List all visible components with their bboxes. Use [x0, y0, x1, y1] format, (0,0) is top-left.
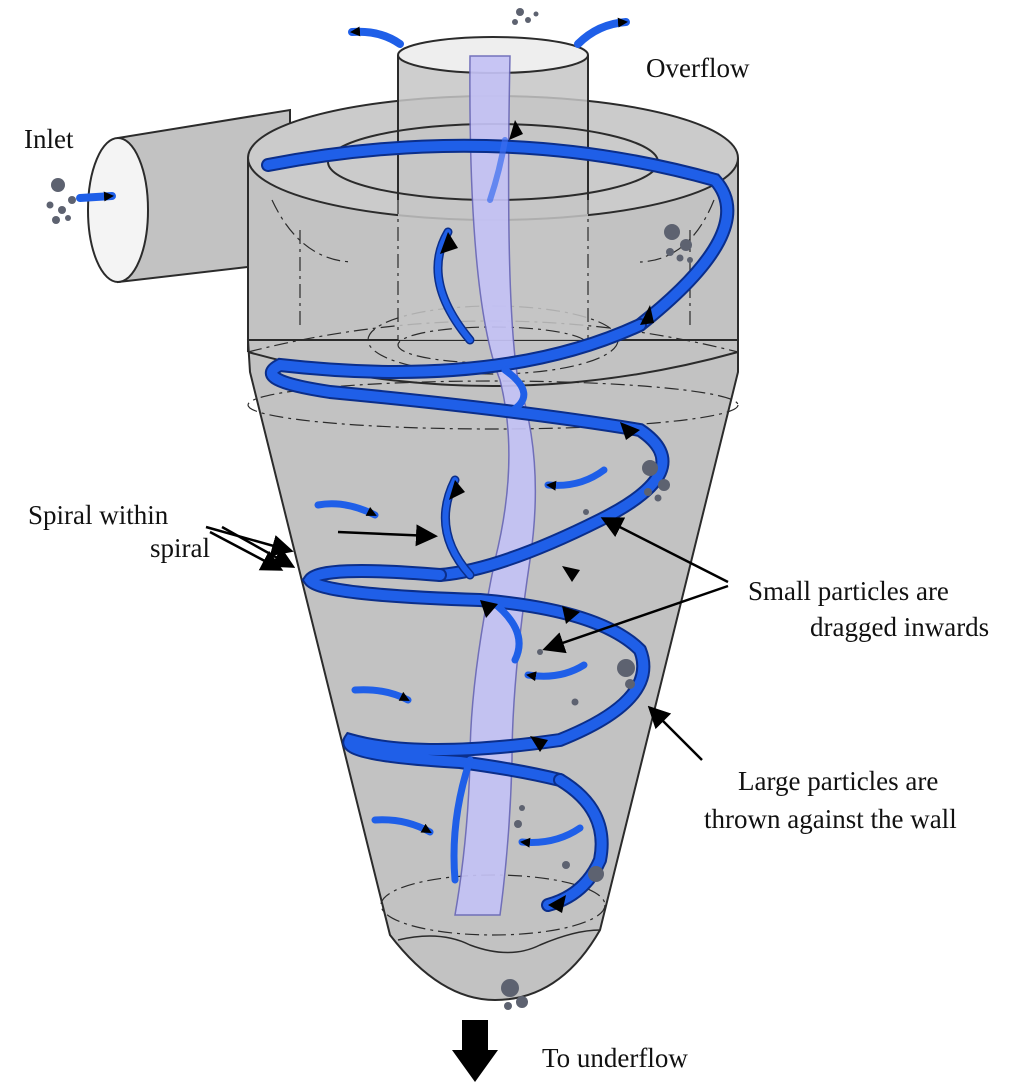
inner-spiral — [433, 137, 528, 884]
flow-arrows — [314, 466, 608, 848]
spiral-direction-markers — [440, 120, 654, 913]
cyclone-body — [246, 95, 739, 1002]
particles — [46, 8, 693, 1010]
callout-lines — [205, 517, 729, 761]
text-labels: Inlet Overflow Spiral within spiral Smal… — [24, 53, 989, 1073]
inlet-arrow — [76, 191, 116, 202]
label-small-line2: dragged inwards — [810, 612, 989, 642]
label-spiral-line2: spiral — [150, 533, 210, 563]
label-spiral-line1: Spiral within — [28, 500, 169, 530]
label-underflow: To underflow — [542, 1043, 688, 1073]
overflow-arrow-left — [348, 26, 404, 48]
stream-arrows — [76, 17, 630, 202]
inlet-opening — [87, 137, 149, 283]
overflow-arrow-right — [574, 17, 630, 48]
label-small-line1: Small particles are — [748, 576, 949, 606]
label-large-line2: thrown against the wall — [704, 804, 957, 834]
label-large-line1: Large particles are — [738, 766, 938, 796]
label-overflow: Overflow — [646, 53, 750, 83]
underflow-arrow — [452, 1020, 498, 1082]
outer-spiral — [261, 138, 735, 912]
label-inlet: Inlet — [24, 124, 74, 154]
